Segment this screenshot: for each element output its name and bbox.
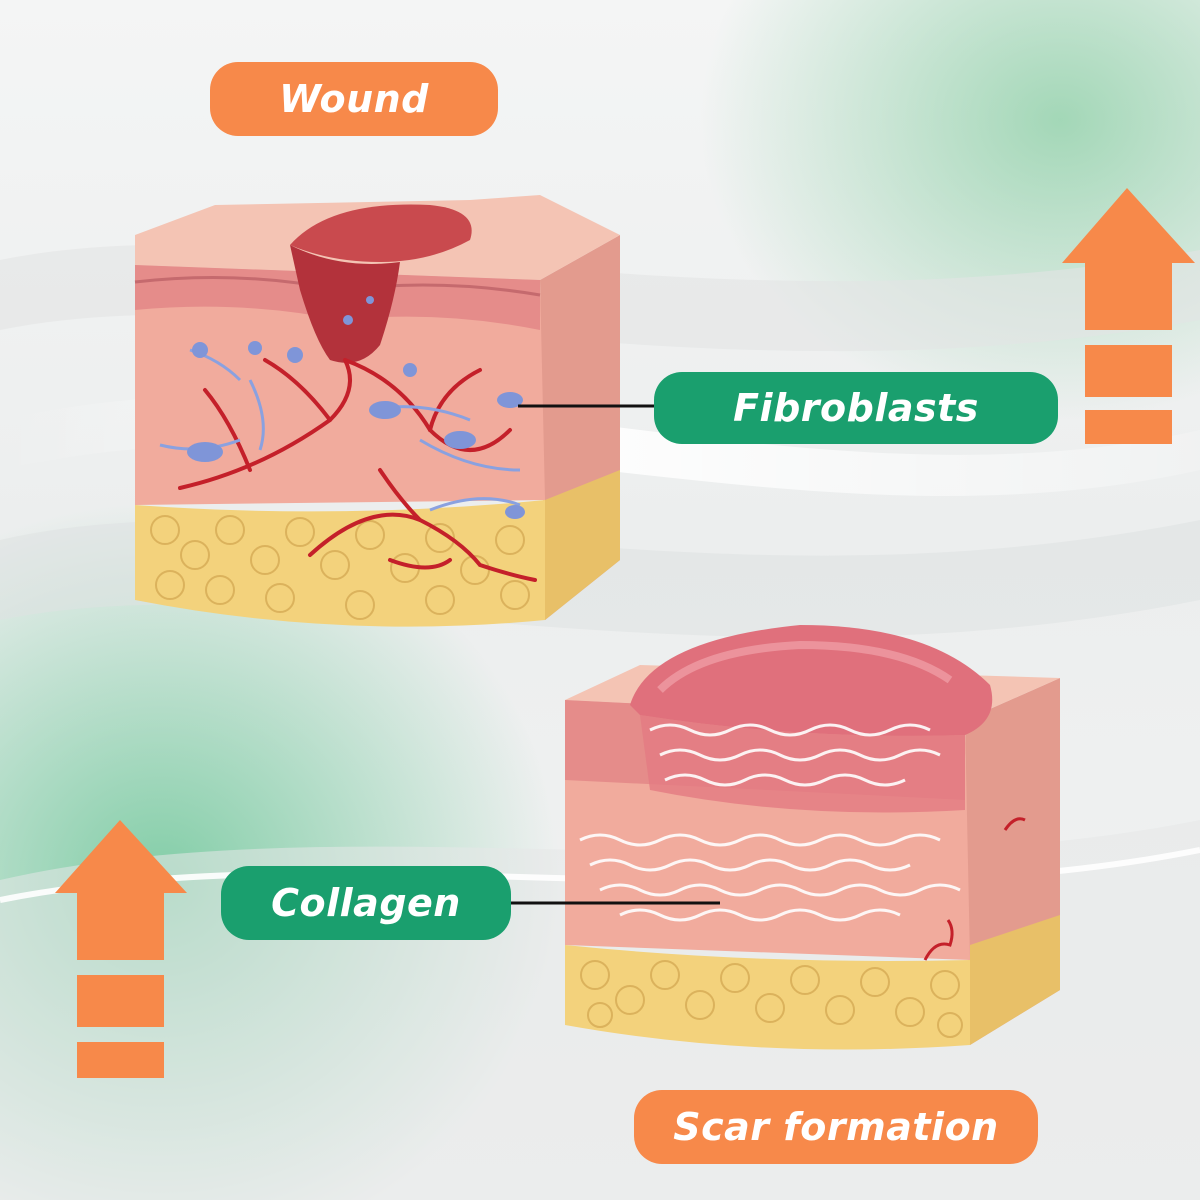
up-arrow-icon xyxy=(55,820,187,1078)
scar-formation-label: Scar formation xyxy=(634,1090,1038,1164)
scar-fat-layer xyxy=(565,945,970,1050)
collagen-fibers xyxy=(579,723,961,922)
scar-dome xyxy=(630,625,993,736)
scar-vessels xyxy=(923,817,1026,961)
wound-label: Wound xyxy=(210,62,498,136)
fibroblast-cells xyxy=(159,296,525,519)
wound-crater xyxy=(290,245,400,363)
fat-cells xyxy=(150,515,530,620)
wound-block-side-fat xyxy=(545,470,620,620)
scar-block-side-fat xyxy=(970,915,1060,1045)
wound-opening xyxy=(290,204,472,262)
blood-vessels xyxy=(178,358,537,582)
up-arrow-icon xyxy=(1062,188,1195,444)
fibroblasts-label: Fibroblasts xyxy=(654,372,1058,444)
scar-fat-cells xyxy=(580,960,963,1038)
collagen-label: Collagen xyxy=(221,866,511,940)
scar-tissue xyxy=(640,715,965,813)
